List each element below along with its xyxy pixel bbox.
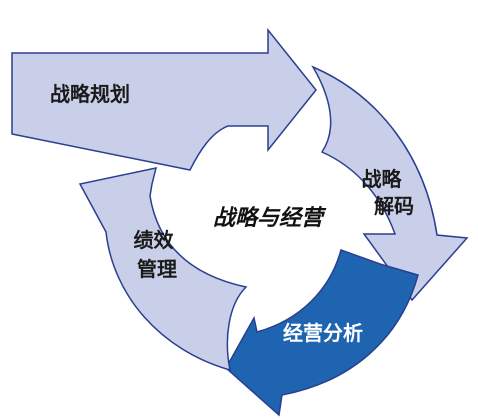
center-label: 战略与经营 (213, 205, 327, 231)
performance-management-arrow (78, 167, 248, 372)
business-analysis-label: 经营分析 (283, 321, 363, 345)
strategy-planning-arrow (11, 27, 317, 171)
strategy-planning-label: 战略规划 (50, 82, 130, 106)
strategy-decoding-label: 战略 解码 (362, 167, 414, 218)
strategy-decoding-arrow (311, 65, 469, 302)
performance-management-label: 绩效 管理 (134, 228, 181, 281)
business-analysis-arrow (225, 249, 419, 417)
